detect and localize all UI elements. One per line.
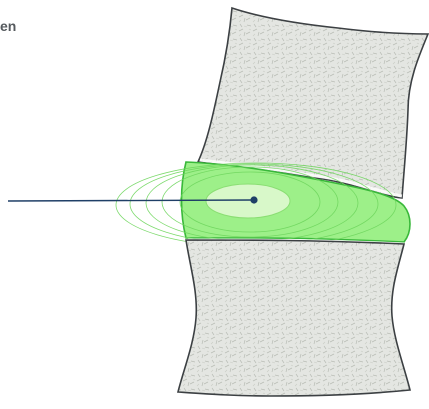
- nucleus-pulposus: [206, 184, 290, 218]
- lower-vertebra: [178, 240, 410, 396]
- pointer-dot: [250, 196, 257, 203]
- label-text: en: [0, 18, 16, 34]
- pointer-line: [8, 200, 253, 201]
